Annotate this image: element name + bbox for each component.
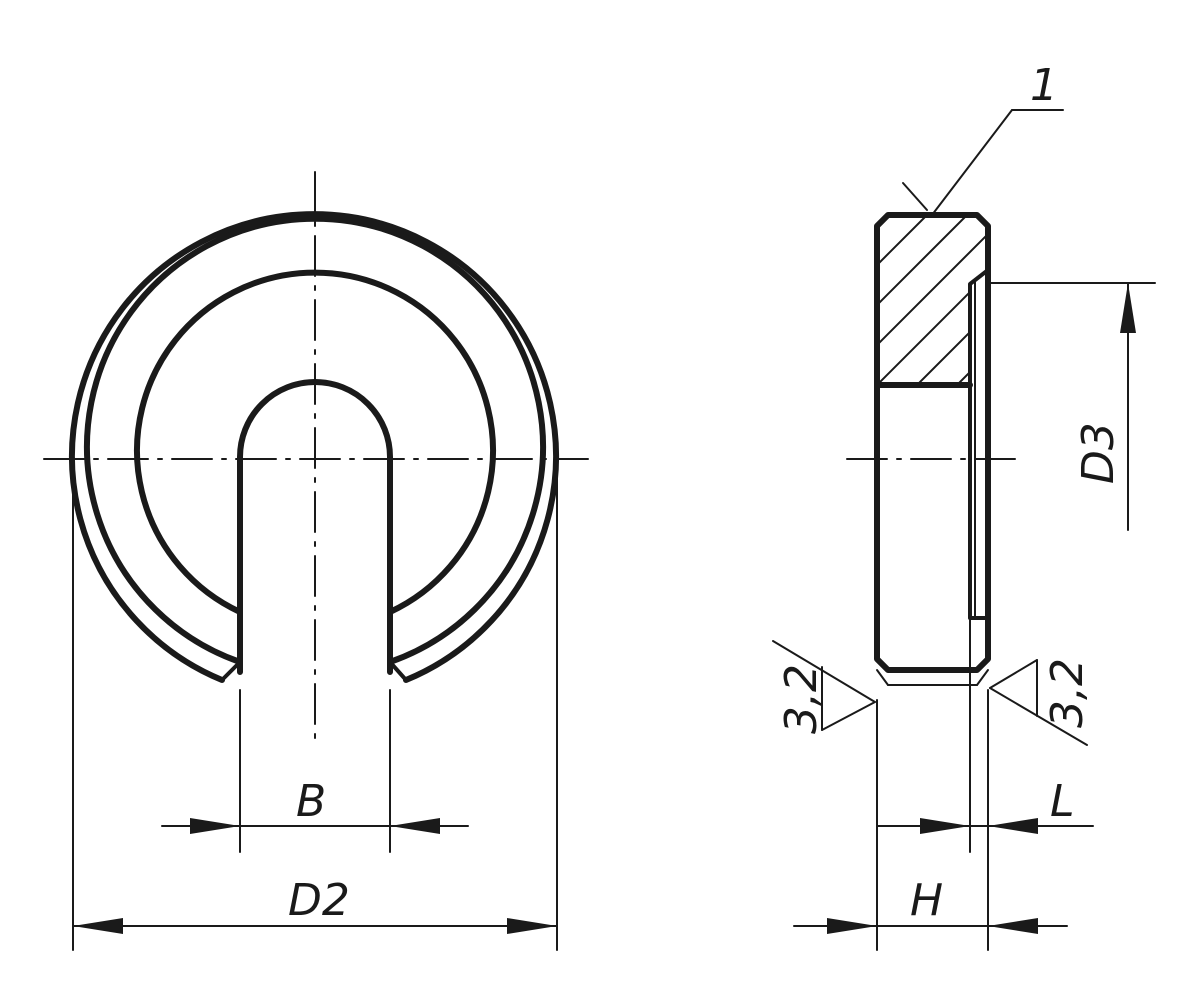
b-arrow-left [190, 818, 240, 834]
side-view: 1 D3 3,2 3,2 L H [772, 60, 1156, 951]
d2-arrow-left [73, 918, 123, 934]
d3-label: D3 [1073, 422, 1124, 484]
leader-tick [902, 182, 928, 211]
side-profile [874, 212, 991, 673]
inner-ring-arc [84, 215, 546, 665]
l-label: L [1050, 776, 1075, 827]
bottom-chamfer-left [876, 669, 889, 686]
b-label: B [296, 776, 326, 827]
h-arrow-left [827, 918, 877, 934]
d3-arrow [1120, 283, 1136, 333]
roughness-value-right: 3,2 [1042, 658, 1093, 728]
section-hatching [877, 215, 988, 383]
h-arrow-right [988, 918, 1038, 934]
roughness-value-left: 3,2 [776, 664, 827, 734]
l-arrow-right [988, 818, 1038, 834]
leader-line [931, 109, 1013, 216]
outer-ring-arc [69, 211, 559, 683]
front-view: B D2 [43, 171, 589, 951]
d2-label: D2 [288, 875, 350, 926]
roughness-symbol-right: 3,2 [989, 658, 1093, 746]
l-arrow-left [920, 818, 970, 834]
roughness-symbol-left: 3,2 [772, 640, 876, 734]
d2-arrow-right [507, 918, 557, 934]
part-number-label: 1 [1030, 60, 1058, 111]
groove-step [968, 268, 990, 620]
b-arrow-right [390, 818, 440, 834]
bottom-chamfer-right [976, 669, 989, 686]
h-label: H [910, 875, 943, 926]
